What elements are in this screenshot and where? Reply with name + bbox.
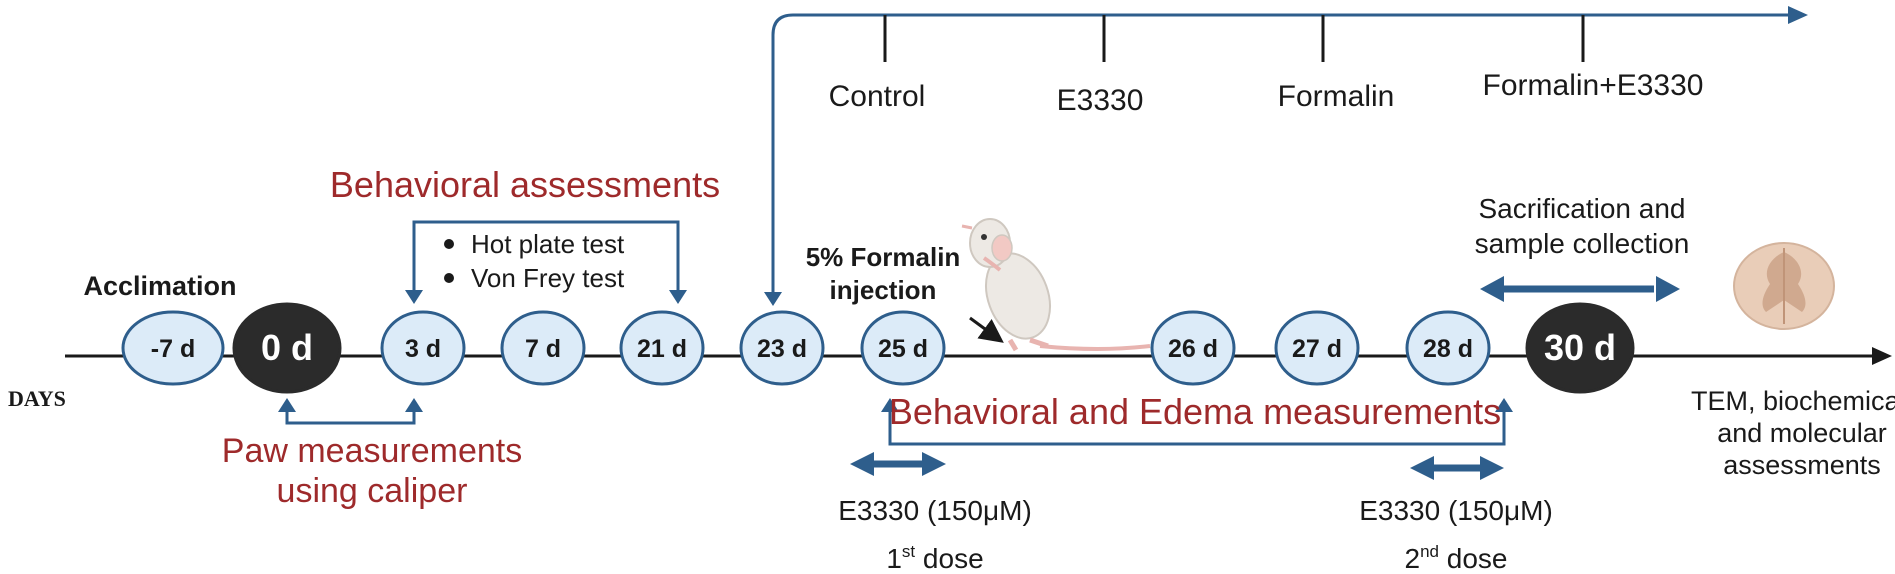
day-node-shape: [500, 310, 586, 386]
behavioral-assessments-title: Behavioral assessments: [330, 164, 720, 205]
day-node-label: 7 d: [525, 335, 561, 363]
bullet-icon: [444, 239, 454, 249]
day-node: -7 d: [121, 310, 225, 386]
day-node-shape: [1150, 310, 1236, 386]
test-hot-plate: Hot plate test: [471, 229, 625, 259]
group-bracket-arrowhead: [1788, 6, 1808, 24]
day-node-label: 27 d: [1292, 335, 1342, 363]
day-node: 3 d: [380, 310, 466, 386]
sacrification-double-arrow: [1480, 276, 1680, 302]
edema-bracket: [888, 410, 1506, 446]
day-node-label: 23 d: [757, 335, 807, 363]
sacrification-line1: Sacrification and: [1478, 193, 1685, 224]
final-assessments-line3: assessments: [1723, 450, 1881, 480]
dose2-drug: E3330 (150μM): [1359, 495, 1553, 526]
group-label-formalin: Formalin: [1278, 80, 1395, 113]
day-node-label: 25 d: [878, 335, 928, 363]
paw-measurements-line1: Paw measurements: [222, 432, 522, 470]
dose1-double-arrow: [850, 452, 946, 476]
day-node: 28 d: [1405, 310, 1491, 386]
day-node-label: 30 d: [1544, 327, 1616, 368]
dose1-label: 1st dose: [886, 542, 983, 574]
behavioral-assessments-bracket: [412, 220, 680, 292]
injection-pointer-arrow: [969, 316, 1004, 343]
behavioral-assessments-arrow-right: [669, 290, 687, 304]
behavioral-assessments-arrow-left: [405, 290, 423, 304]
dose1-drug: E3330 (150μM): [838, 495, 1032, 526]
day-nodes: -7 d 0 d 3 d 7 d 21 d 23 d 25 d 26 d 27 d 28 d 30 …: [121, 302, 1635, 394]
final-assessments-line1: TEM, biochemical,: [1691, 386, 1895, 416]
timeline-arrowhead: [1872, 347, 1892, 365]
final-assessments-line2: and molecular: [1717, 418, 1887, 448]
edema-arrow-left: [881, 398, 899, 412]
paw-arrow-right: [405, 398, 423, 412]
day-node-label: 0 d: [261, 327, 313, 368]
day-node-shape: [1405, 310, 1491, 386]
group-label-e3330: E3330: [1057, 84, 1144, 117]
paw-arrow-left: [278, 398, 296, 412]
group-label-formalin-e3330: Formalin+E3330: [1483, 69, 1704, 102]
bullet-icon: [444, 273, 454, 283]
formalin-injection-line1: 5% Formalin: [806, 242, 961, 272]
formalin-injection-line2: injection: [830, 275, 937, 305]
day-node-label: 28 d: [1423, 335, 1473, 363]
edema-arrow-right: [1495, 398, 1513, 412]
paw-measurements-bracket: [285, 410, 416, 425]
day-node: 0 d: [232, 302, 342, 394]
mouse-illustration: [961, 218, 1151, 352]
group-bracket-line: [771, 13, 1790, 293]
day-node-label: -7 d: [151, 335, 195, 363]
spinal-cord-cross-section-icon: [1733, 242, 1835, 330]
acclimation-label: Acclimation: [83, 271, 236, 301]
dose2-label: 2nd dose: [1405, 542, 1508, 574]
day-node-label: 26 d: [1168, 335, 1218, 363]
group-label-control: Control: [829, 80, 926, 113]
sacrification-line2: sample collection: [1475, 228, 1690, 259]
day-node-shape: [619, 310, 705, 386]
day-node: 30 d: [1525, 302, 1635, 394]
day-node-shape: [1274, 310, 1360, 386]
day-node: 21 d: [619, 310, 705, 386]
day-node: 27 d: [1274, 310, 1360, 386]
day-node-shape: [739, 310, 825, 386]
test-von-frey: Von Frey test: [471, 263, 625, 293]
axis-label: DAYS: [8, 386, 66, 411]
day-node-shape: [860, 310, 946, 386]
day-node-label: 21 d: [637, 335, 687, 363]
day-node: 23 d: [739, 310, 825, 386]
day-node-shape: [1525, 302, 1635, 394]
paw-measurements-line2: using caliper: [277, 472, 468, 510]
day-node: 26 d: [1150, 310, 1236, 386]
day-node-shape: [121, 310, 225, 386]
dose2-double-arrow: [1410, 456, 1504, 480]
day-node-shape: [380, 310, 466, 386]
day-node-shape: [232, 302, 342, 394]
day-node: 25 d: [860, 310, 946, 386]
behavioral-edema-label: Behavioral and Edema measurements: [889, 391, 1501, 432]
group-bracket-down-arrow: [764, 292, 782, 306]
day-node: 7 d: [500, 310, 586, 386]
day-node-label: 3 d: [405, 335, 441, 363]
